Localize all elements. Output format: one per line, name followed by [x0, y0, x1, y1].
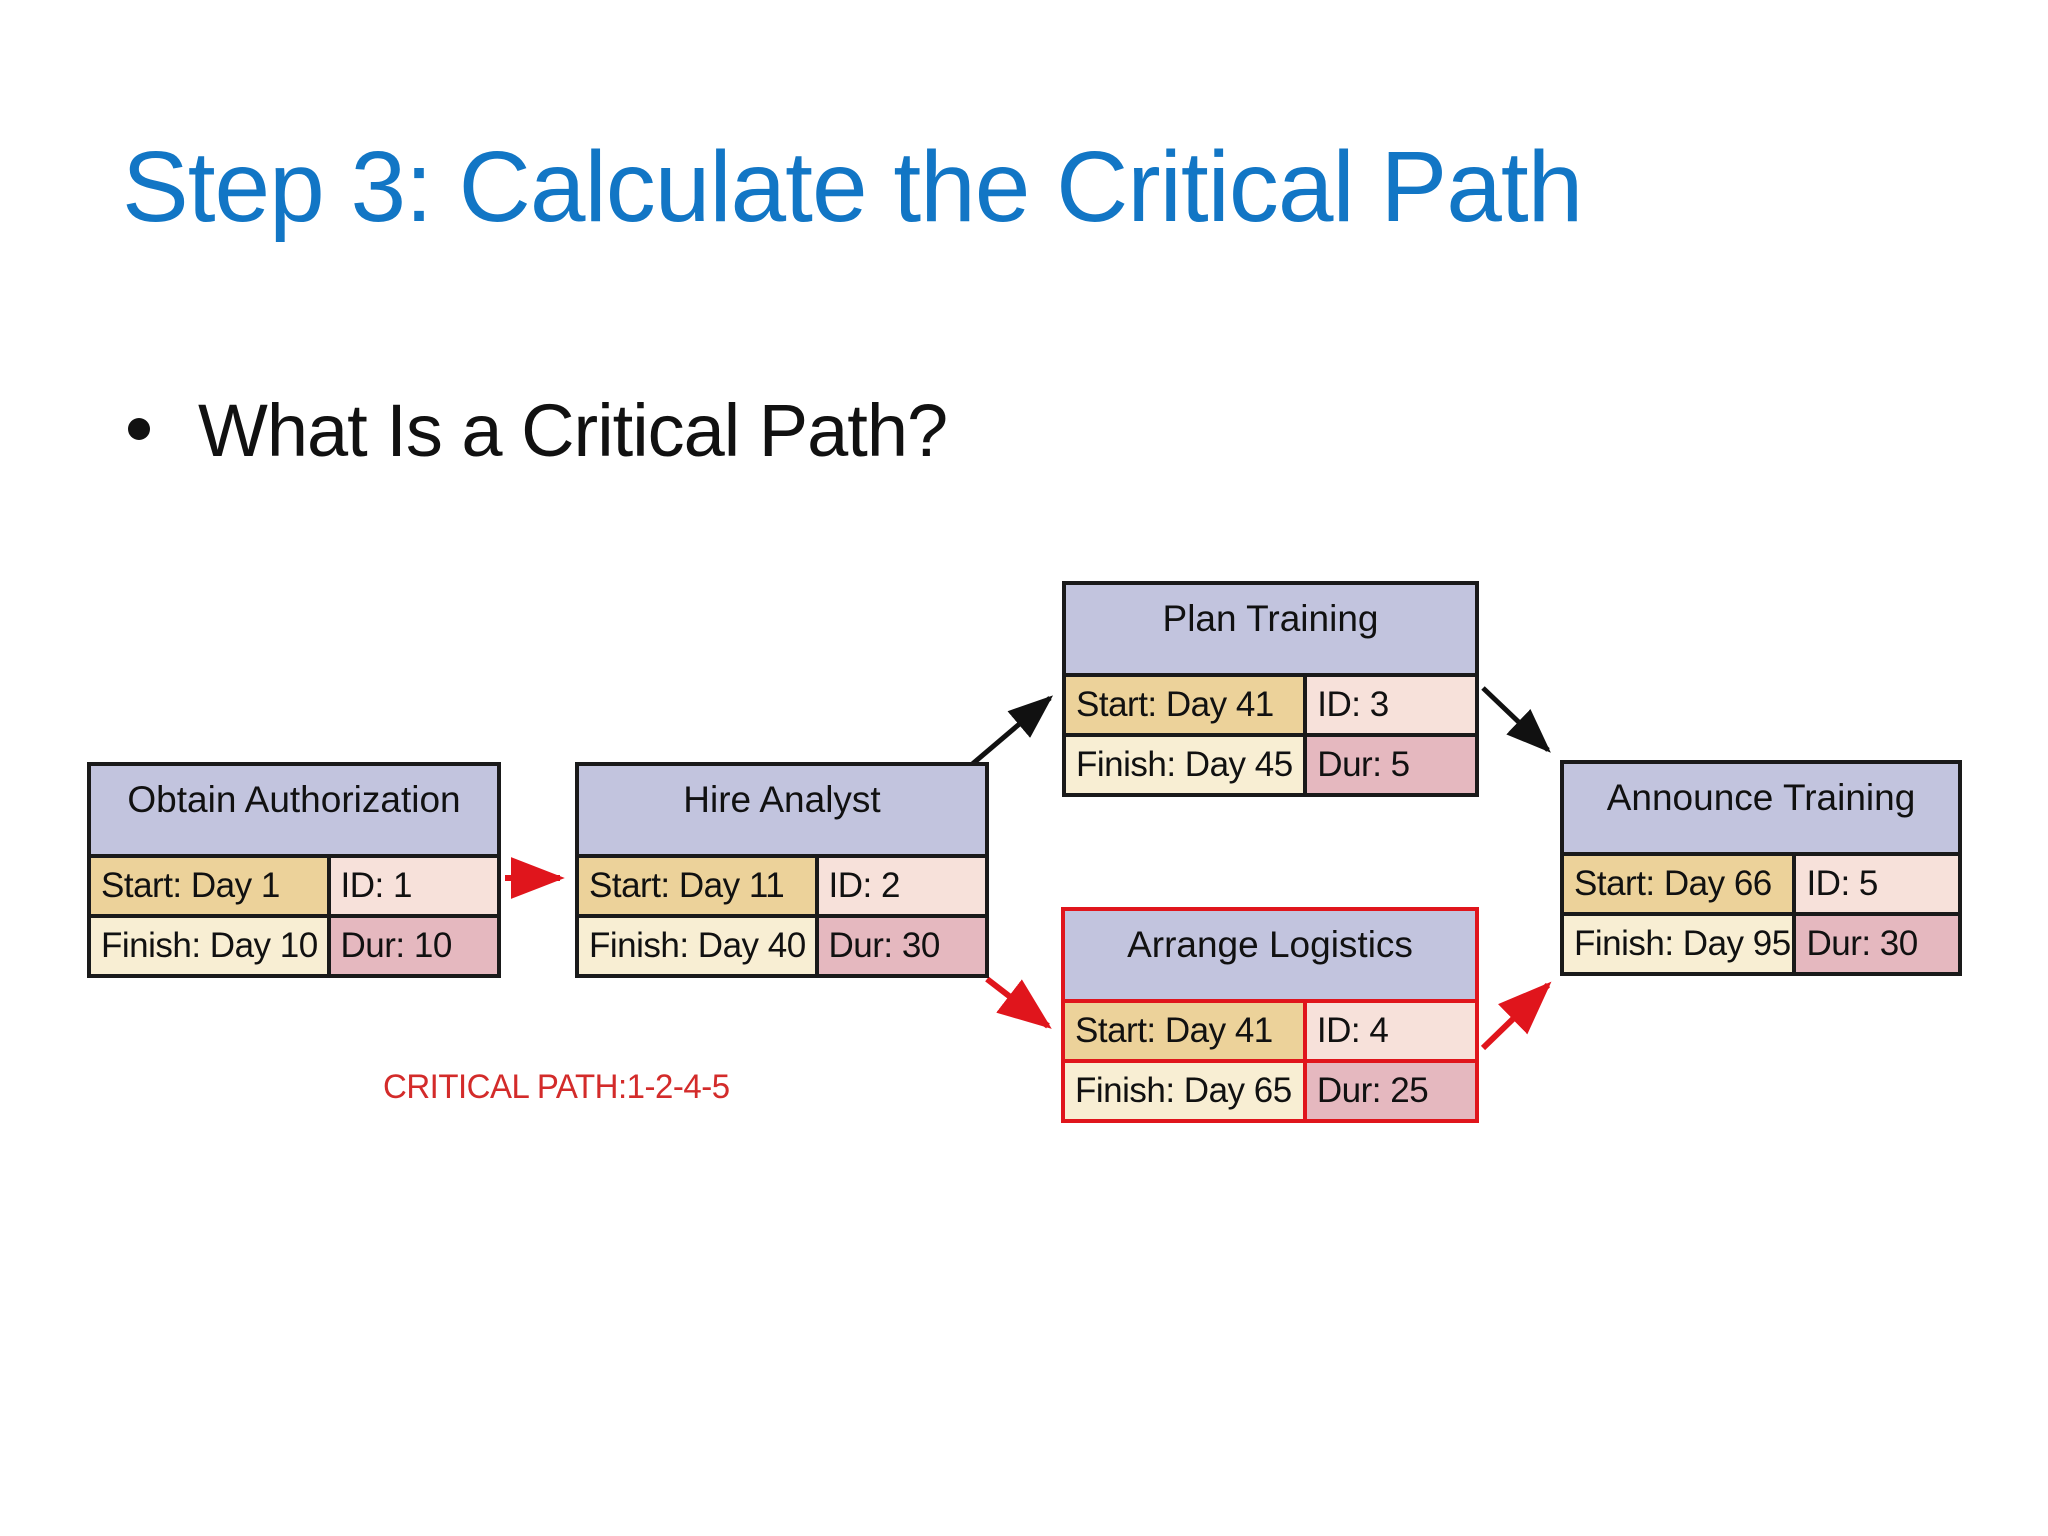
task-duration-cell: Dur: 30	[818, 918, 985, 974]
task-start-cell: Start: Day 41	[1065, 1003, 1307, 1059]
task-start-cell: Start: Day 1	[91, 858, 331, 914]
task-start-cell: Start: Day 41	[1066, 677, 1308, 733]
task-finish-cell: Finish: Day 65	[1065, 1063, 1307, 1119]
task-title: Arrange Logistics	[1065, 911, 1475, 1003]
task-finish-cell: Finish: Day 10	[91, 918, 331, 974]
task-id-cell: ID: 2	[818, 858, 985, 914]
task-duration-cell: Dur: 25	[1306, 1063, 1475, 1119]
task-title: Plan Training	[1066, 585, 1475, 677]
task-title: Hire Analyst	[579, 766, 985, 858]
task-id-cell: ID: 5	[1796, 856, 1958, 912]
task-start-cell: Start: Day 66	[1564, 856, 1797, 912]
task-finish-cell: Finish: Day 45	[1066, 737, 1308, 793]
task-duration-cell: Dur: 10	[330, 918, 497, 974]
task-box-plan-training: Plan Training Start: Day 41 ID: 3 Finish…	[1062, 581, 1479, 797]
bullet-dot	[128, 418, 150, 440]
edge-4-5-arrow	[1480, 981, 1552, 1051]
task-box-arrange-logistics: Arrange Logistics Start: Day 41 ID: 4 Fi…	[1061, 907, 1479, 1123]
task-title: Announce Training	[1564, 764, 1958, 856]
edge-2-3-arrow	[968, 695, 1054, 768]
slide-title: Step 3: Calculate the Critical Path	[122, 131, 1583, 243]
edge-3-5-arrow	[1481, 686, 1551, 753]
edge-2-4-arrow	[985, 976, 1052, 1029]
task-id-cell: ID: 1	[330, 858, 497, 914]
task-box-hire-analyst: Hire Analyst Start: Day 11 ID: 2 Finish:…	[575, 762, 989, 978]
task-id-cell: ID: 3	[1307, 677, 1475, 733]
task-id-cell: ID: 4	[1306, 1003, 1475, 1059]
task-box-announce-training: Announce Training Start: Day 66 ID: 5 Fi…	[1560, 760, 1962, 976]
critical-path-label: CRITICAL PATH:1-2-4-5	[383, 1068, 730, 1106]
task-finish-cell: Finish: Day 40	[579, 918, 819, 974]
task-title: Obtain Authorization	[91, 766, 497, 858]
bullet-text: What Is a Critical Path?	[198, 389, 948, 472]
task-duration-cell: Dur: 5	[1307, 737, 1475, 793]
task-box-obtain-authorization: Obtain Authorization Start: Day 1 ID: 1 …	[87, 762, 501, 978]
bullet-item: What Is a Critical Path?	[128, 388, 948, 473]
task-start-cell: Start: Day 11	[579, 858, 819, 914]
task-duration-cell: Dur: 30	[1796, 916, 1958, 972]
task-finish-cell: Finish: Day 95	[1564, 916, 1797, 972]
